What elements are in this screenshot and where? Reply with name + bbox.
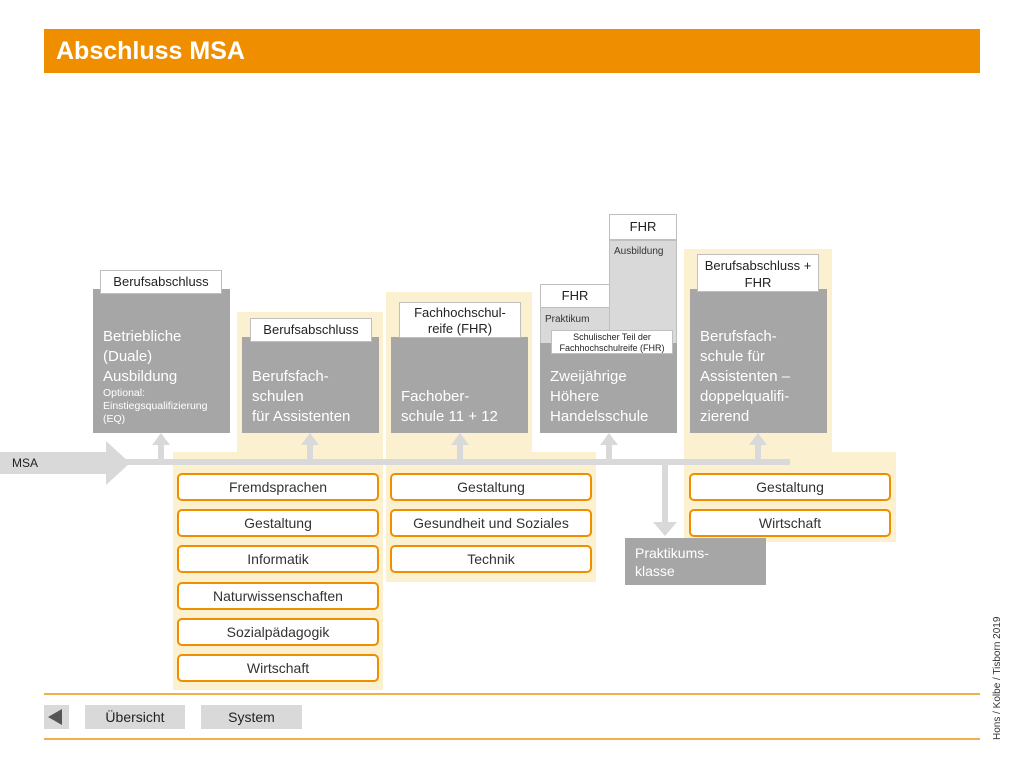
arrow-up-2	[301, 433, 319, 445]
msa-start-arrow: MSA	[0, 441, 132, 485]
credit-text: Hons / Kolbe / Tisborn 2019	[992, 616, 1003, 740]
arrow-up-5	[749, 433, 767, 445]
box-duale-ausbildung: Betriebliche (Duale) Ausbildung Optional…	[93, 289, 230, 433]
bfs-line-2: schulen	[252, 388, 304, 405]
field-wirtschaft-bfs[interactable]: Wirtschaft	[177, 654, 379, 682]
box-fachoberschule: Fachober- schule 11 + 12	[391, 337, 528, 433]
schulischer-line-1: Schulischer Teil der	[573, 332, 651, 342]
field-informatik[interactable]: Informatik	[177, 545, 379, 573]
page-title: Abschluss MSA	[56, 37, 245, 65]
fos-line-1: Fachober-	[401, 388, 470, 405]
box-bfs-doppelqualifizierend: Berufsfach- schule für Assistenten – dop…	[690, 289, 827, 433]
doppel-line-2: schule für	[700, 348, 766, 365]
connector-up-2	[307, 444, 313, 462]
connector-up-4	[606, 444, 612, 462]
doppel-line-5: zierend	[700, 408, 750, 425]
footer-rule-bottom	[44, 738, 980, 740]
field-gestaltung-bfs[interactable]: Gestaltung	[177, 509, 379, 537]
field-sozialpaedagogik[interactable]: Sozialpädagogik	[177, 618, 379, 646]
duale-line-3: Ausbildung	[103, 368, 178, 385]
fos-line-2: schule 11 + 12	[401, 408, 498, 425]
bfs-line-1: Berufsfach-	[252, 368, 329, 385]
praktikumsklasse-line-1: Praktikums-	[635, 545, 709, 561]
praktikumsklasse-line-2: klasse	[635, 563, 675, 579]
connector-up-1	[158, 444, 164, 462]
doppel-line-4: doppelqualifi-	[700, 388, 790, 405]
msa-connector-line	[126, 459, 790, 465]
award-berufsabschluss-1: Berufsabschluss	[100, 270, 222, 294]
award-fhr-fos-line-2: reife (FHR)	[427, 321, 493, 336]
praktikum-label: Praktikum	[545, 314, 590, 325]
field-gesundheit-soziales[interactable]: Gesundheit und Soziales	[390, 509, 592, 537]
hhs-line-1: Zweijährige	[550, 368, 627, 385]
box-praktikumsklasse: Praktikums- klasse	[625, 538, 766, 585]
box-hoehere-handelsschule: Zweijährige Höhere Handelsschule	[540, 343, 677, 433]
overview-button[interactable]: Übersicht	[85, 705, 185, 729]
field-naturwissenschaften[interactable]: Naturwissenschaften	[177, 582, 379, 610]
field-wirtschaft-doppel[interactable]: Wirtschaft	[689, 509, 891, 537]
arrow-down	[653, 522, 677, 536]
system-button[interactable]: System	[201, 705, 302, 729]
field-fremdsprachen[interactable]: Fremdsprachen	[177, 473, 379, 501]
award-fhr-top: FHR	[609, 214, 677, 240]
connector-up-5	[755, 444, 761, 462]
triangle-left-icon	[48, 709, 62, 725]
label-schulischer-teil: Schulischer Teil der Fachhochschulreife …	[551, 330, 673, 354]
back-button[interactable]	[44, 705, 69, 729]
award-fhr-fos: Fachhochschul- reife (FHR)	[399, 302, 521, 338]
arrow-up-4	[600, 433, 618, 445]
connector-up-3	[457, 444, 463, 462]
award-bafhr-line-1: Berufsabschluss +	[704, 258, 812, 273]
doppel-line-3: Assistenten –	[700, 368, 791, 385]
field-technik[interactable]: Technik	[390, 545, 592, 573]
award-berufsabschluss-fhr: Berufsabschluss + FHR	[697, 254, 819, 292]
award-berufsabschluss-2: Berufsabschluss	[250, 318, 372, 342]
msa-label: MSA	[12, 456, 39, 470]
award-bafhr-line-2: FHR	[744, 275, 772, 290]
bfs-line-3: für Assistenten	[252, 408, 351, 425]
arrow-up-3	[451, 433, 469, 445]
hhs-line-2: Höhere	[550, 388, 600, 405]
box-berufsfachschulen: Berufsfach- schulen für Assistenten	[242, 337, 379, 433]
hhs-line-3: Handelsschule	[550, 408, 649, 425]
duale-line-2: (Duale)	[103, 348, 153, 365]
schulischer-line-2: Fachhochschulreife (FHR)	[559, 343, 665, 353]
field-gestaltung-fos[interactable]: Gestaltung	[390, 473, 592, 501]
field-gestaltung-doppel[interactable]: Gestaltung	[689, 473, 891, 501]
title-bar: Abschluss MSA	[44, 29, 980, 73]
ausbildung-label: Ausbildung	[614, 246, 664, 257]
footer-rule-top	[44, 693, 980, 695]
duale-note: Optional: Einstiegsqualifizierung (EQ)	[103, 387, 208, 425]
arrow-up-1	[152, 433, 170, 445]
award-fhr-fos-line-1: Fachhochschul-	[414, 305, 506, 320]
doppel-line-1: Berufsfach-	[700, 328, 777, 345]
connector-down	[662, 462, 668, 524]
award-fhr-left: FHR	[540, 284, 610, 308]
duale-line-1: Betriebliche	[103, 328, 182, 345]
